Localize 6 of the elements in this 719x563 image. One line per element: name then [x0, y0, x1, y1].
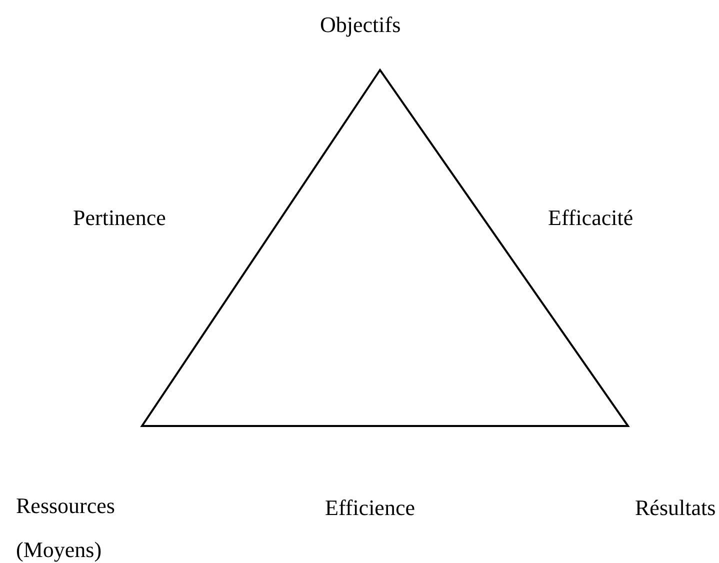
vertex-label: Ressources (Moyens) [16, 492, 116, 563]
vertex-label: Objectifs [320, 11, 401, 39]
vertex-label: Résultats [635, 494, 716, 522]
side-label: Efficience [325, 494, 415, 522]
side-label: Efficacité [548, 204, 634, 232]
side-label: Pertinence [73, 204, 166, 232]
